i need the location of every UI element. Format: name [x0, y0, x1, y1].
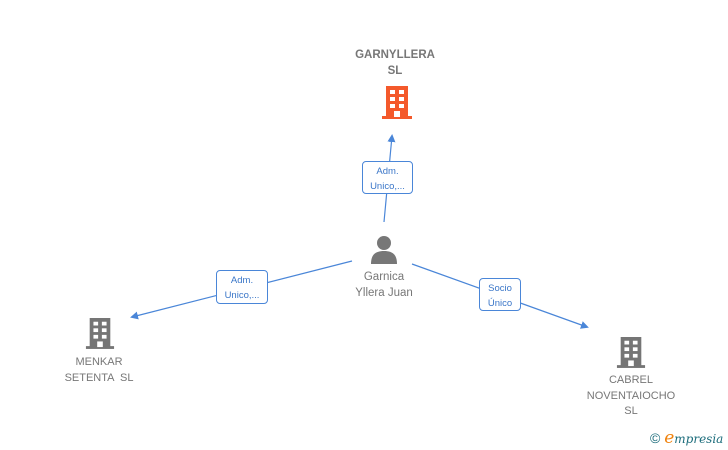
label-line: SL	[624, 405, 638, 417]
building-icon[interactable]	[381, 85, 413, 119]
person-icon[interactable]	[370, 235, 398, 265]
company-node-cabrel-label[interactable]: CABREL NOVENTAIOCHO SL	[576, 373, 686, 420]
brand-name: mpresia	[674, 432, 724, 446]
label-line: Yllera Juan	[355, 286, 413, 299]
label-line: NOVENTAIOCHO	[586, 389, 676, 402]
label-line: GARNYLLERA	[355, 49, 435, 61]
label-line: Adm.	[376, 166, 399, 177]
label-line: Unico,...	[370, 181, 405, 192]
label-line: SETENTA SL	[64, 371, 134, 384]
label-line: Único	[487, 298, 513, 309]
label-line: SL	[387, 64, 403, 77]
edge-label-garnyllera[interactable]: Adm. Unico,...	[362, 161, 413, 194]
label-line: Adm.	[230, 275, 254, 286]
copyright-icon: ©	[650, 430, 661, 446]
label-line: CABREL	[608, 374, 654, 386]
label-line: MENKAR	[75, 356, 123, 368]
label-line: Unico,...	[224, 290, 260, 301]
label-line: Socio	[488, 283, 512, 294]
company-node-garnyllera-label[interactable]: GARNYLLERA SL	[337, 48, 453, 79]
brand-initial: e	[664, 428, 675, 448]
label-line: Garnica	[363, 271, 405, 283]
company-node-menkar-label[interactable]: MENKAR SETENTA SL	[49, 355, 149, 386]
empresia-brand[interactable]: © empresia	[650, 428, 723, 448]
edge-label-menkar[interactable]: Adm. Unico,...	[216, 270, 268, 304]
building-icon[interactable]	[616, 335, 646, 369]
edge-label-cabrel[interactable]: Socio Único	[479, 278, 521, 311]
person-node-label[interactable]: Garnica Yllera Juan	[334, 270, 434, 301]
building-icon[interactable]	[85, 316, 115, 350]
